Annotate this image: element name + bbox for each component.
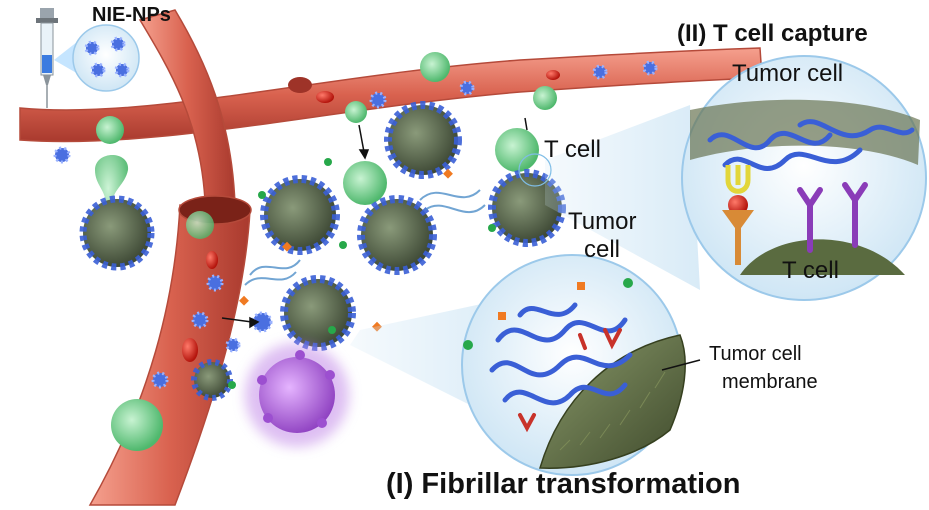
- macrophage-icon: [259, 357, 335, 433]
- red-blood-cell: [182, 338, 198, 362]
- arrows: [221, 117, 528, 329]
- arrow: [358, 124, 365, 153]
- arrow: [221, 317, 253, 323]
- t-cell: [186, 211, 214, 239]
- tumor-cell-label-line2: cell: [584, 236, 621, 263]
- nanoparticles-label: NIE-NPs: [92, 4, 171, 26]
- membrane-label-line1: Tumor cell: [709, 343, 802, 365]
- tumor-cell: [260, 175, 340, 255]
- nanoparticle-icon: [642, 60, 658, 76]
- t-cell-main-label: T cell: [544, 136, 601, 163]
- nanoparticle-icon: [114, 62, 130, 78]
- nanoparticle-icon: [151, 371, 169, 389]
- red-blood-cells: [182, 70, 560, 362]
- t-cell: [111, 399, 163, 451]
- tumor-cell-label-line1: Tumor: [568, 208, 637, 235]
- fibrils: [244, 189, 486, 286]
- membrane-arrow: [661, 359, 701, 371]
- receptor-yellow: [725, 165, 751, 194]
- tumor-cell: [191, 359, 233, 401]
- nanoparticle-icon: [459, 80, 475, 96]
- vessel-pore: [288, 77, 312, 93]
- nanoparticle-icon: [110, 36, 126, 52]
- receptor-purple: [842, 182, 868, 248]
- panel-fibrillar-title: (I) Fibrillar transformation: [386, 468, 741, 500]
- nanoparticle-icon: [206, 274, 224, 292]
- receptor-orange: [722, 210, 754, 265]
- arrow: [524, 117, 528, 131]
- red-blood-cell: [316, 91, 334, 103]
- nanoparticle-icon: [592, 64, 608, 80]
- syringe-icon: [36, 8, 58, 108]
- tumor-cell: [79, 195, 155, 271]
- nanoparticle-icon: [225, 337, 241, 353]
- nanoparticle-icon: [191, 311, 209, 329]
- tumor-cell: [357, 195, 437, 275]
- drug-molecules: [228, 158, 496, 389]
- panel-capture-title: (II) T cell capture: [677, 20, 868, 47]
- tumor-cell: [280, 275, 356, 351]
- t-cell: [420, 52, 450, 82]
- red-blood-cell: [546, 70, 560, 80]
- nanoparticle-icon: [53, 146, 71, 164]
- t-cells: [95, 52, 557, 451]
- tumor-cell-inset-label: Tumor cell: [732, 60, 844, 87]
- nanoparticle-icon: [369, 91, 387, 109]
- nanoparticles-in-vessel: [53, 60, 658, 389]
- receptor-purple: [797, 187, 823, 253]
- t-cell: [96, 116, 124, 144]
- nanoparticle-icon: [251, 311, 273, 333]
- nanoparticle-magnifier: [54, 24, 140, 92]
- inset-fibrillar: [461, 254, 686, 476]
- t-cell: [533, 86, 557, 110]
- nanoparticle-icon: [90, 62, 106, 78]
- t-cell-inset-label: T cell: [782, 257, 839, 284]
- tumor-cell: [384, 101, 462, 179]
- macrophage: [245, 343, 349, 447]
- red-blood-cell: [206, 251, 218, 269]
- membrane-slab: [539, 334, 686, 469]
- inset-t-cell-capture: [681, 55, 927, 301]
- nanoparticle-icon: [84, 40, 100, 56]
- t-cell: [495, 128, 539, 172]
- t-cell: [343, 161, 387, 205]
- zoom-beam-capture: [545, 105, 700, 290]
- membrane-label-line2: membrane: [722, 371, 818, 393]
- t-cell: [345, 101, 367, 123]
